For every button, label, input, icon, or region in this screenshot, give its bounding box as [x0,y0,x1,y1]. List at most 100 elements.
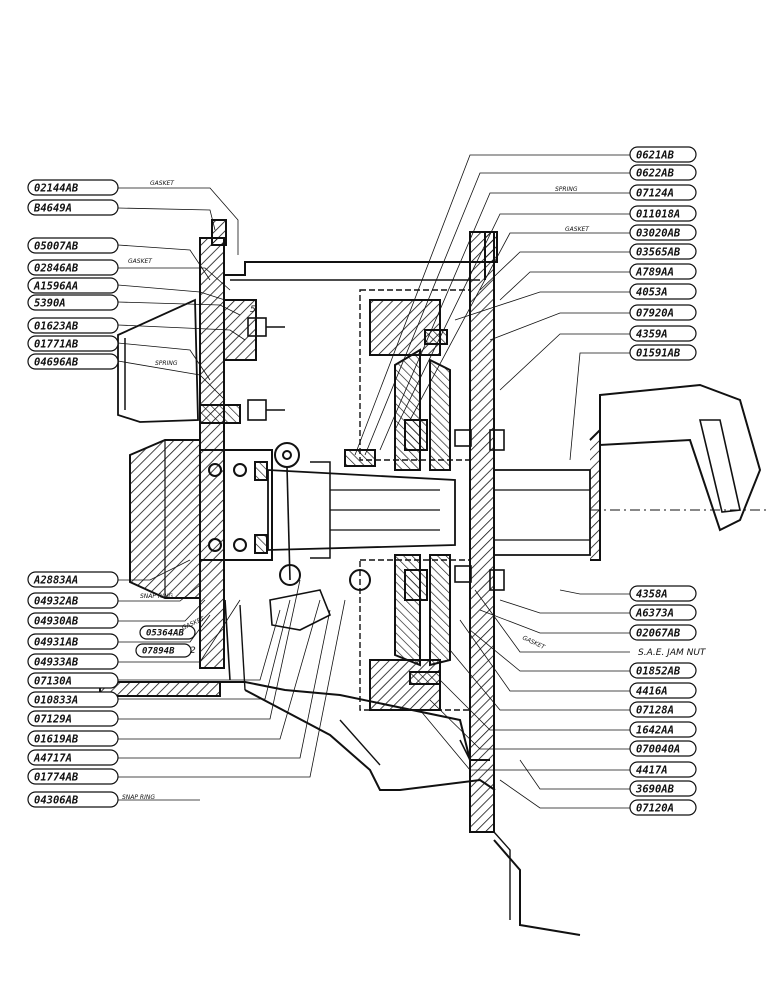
crank-arm [599,383,762,532]
callout-right-17-frame [629,721,697,738]
callout-left-20: 04306AB [27,791,119,808]
callout-left-19: 01774AB [27,768,119,785]
callout-right-0: 0621AB [629,146,697,163]
callout-right-20: 3690AB [629,780,697,797]
callout-right-15: 4416A [629,682,697,699]
bearing-race-upper [254,461,268,481]
leader-02144AB [118,187,239,255]
leader-011018A [394,213,630,431]
leader-04931AB [118,614,211,643]
leader-01591AB [569,352,630,461]
callout-left-7-frame [27,335,119,352]
leader-07128A [449,649,630,711]
callout-left-12: 04931AB [27,633,119,650]
callout-right-10-label: 01591AB [636,348,681,360]
yoke [269,589,332,631]
leader-A789AA [499,271,630,301]
bolt-1 [454,429,472,447]
callout-right-18-frame [629,740,697,757]
left-callouts: 02144ABB4649A05007AB02846ABA1596AA5390A0… [27,179,119,808]
callout-left-8-frame [27,353,119,370]
note-snap-ring-a: SNAP RING [140,593,173,600]
callout-left-15-frame [27,691,119,708]
callout-small-0: 05364AB [139,625,196,640]
callout-right-15-label: 4416A [636,686,668,698]
callout-left-8: 04696AB [27,353,119,370]
callout-right-19-label: 4417A [636,765,668,777]
callout-right-19: 4417A [629,761,697,778]
leader-02846AB [118,267,231,291]
callout-small-0-frame [139,625,196,640]
leader-010833A [118,599,291,700]
left-bracket [117,298,199,423]
leader-01623AB [117,324,246,341]
lever-pivot-top [274,442,300,468]
bolt-5 [489,429,505,451]
base-rib [339,719,381,766]
callout-small-0-label: 05364AB [146,629,185,639]
leader-070040A [429,699,630,750]
callout-right-6-frame [629,263,697,280]
clutch-disc-upper-right [429,358,451,471]
label-sae-jam-nut: S.A.E. JAM NUT [638,648,707,658]
callout-left-11-label: 04930AB [34,616,79,628]
shaft-splines [330,489,440,531]
leader-4359A [499,333,630,391]
callout-right-3: 011018A [629,205,697,222]
callout-left-13-frame [27,653,119,670]
callout-right-3-frame [629,205,697,222]
callout-left-0-label: 02144AB [34,183,79,195]
clutch-weight-upper [369,299,441,356]
callout-left-20-frame [27,791,119,808]
leader-lines [117,154,630,809]
callout-small-1-frame [135,643,192,658]
note-gasket-mid: GASKET [521,634,547,651]
callout-left-5-label: 5390A [34,298,66,310]
callout-right-17: 1642AA [629,721,697,738]
spring-upper-clutch [404,419,428,451]
lever-pivot-top-pin [282,450,292,460]
callout-right-5-frame [629,243,697,260]
callout-right-5-label: 03565AB [636,247,681,259]
callout-left-6: 01623AB [27,317,119,334]
callout-left-10-frame [27,592,119,609]
leader-3690AB [519,759,630,790]
leader-01852AB [469,629,630,672]
callout-right-14: 01852AB [629,662,697,679]
callout-left-2-label: 05007AB [34,241,79,253]
leader-sae-jam-nut [474,589,630,653]
leader-03565AB [479,251,630,291]
callout-left-9-label: A2883AA [33,575,78,587]
clutch-disc-lower-right [429,554,451,667]
callout-left-1: B4649A [27,199,119,216]
callout-left-10: 04932AB [27,592,119,609]
leader-A4717A [118,609,331,759]
callout-small-1: 07894B [135,643,192,658]
callout-left-18: A4717A [27,749,119,766]
leader-A6373A [499,599,630,614]
callout-right-4-frame [629,224,697,241]
clutch-disc-upper-left [394,348,421,471]
callout-left-1-frame [27,199,119,216]
callout-right-12: A6373A [629,604,697,621]
callout-right-14-frame [629,662,697,679]
callout-left-6-label: 01623AB [34,321,79,333]
bearing-ball-2 [233,463,247,477]
callout-left-8-label: 04696AB [34,357,79,369]
right-foot-inner [493,831,511,920]
callout-right-9: 4359A [629,325,697,342]
callout-left-19-label: 01774AB [34,772,79,784]
crank-slot [698,419,741,513]
right-callouts: 0621AB0622AB07124A011018A03020AB03565ABA… [629,146,707,816]
callout-right-4: 03020AB [629,224,697,241]
callout-small-1-label: 07894B [142,647,175,657]
leader-04932AB [118,584,201,602]
callout-right-7-label: 4053A [636,287,668,299]
callout-right-8: 07920A [629,304,697,321]
bearing-ball-3 [208,538,222,552]
callout-right-16: 07128A [629,701,697,718]
leader-07130A [118,609,281,681]
leader-4417A [419,709,630,771]
callout-right-9-frame [629,325,697,342]
